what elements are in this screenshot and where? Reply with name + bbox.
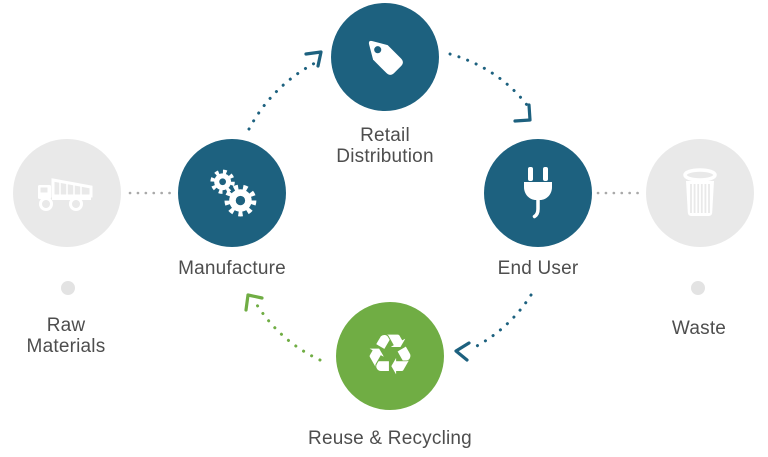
- node-end-user: [484, 139, 592, 247]
- end-user-label: End User: [497, 258, 579, 279]
- raw-materials-bullet: [61, 281, 75, 295]
- reuse-recycling-label: Reuse & Recycling: [308, 428, 472, 449]
- connector-manufacture-to-retail: [247, 61, 317, 131]
- node-manufacture: [178, 139, 286, 247]
- price-tag-icon: [368, 40, 403, 75]
- trash-can-icon: [683, 168, 717, 216]
- power-plug-icon: [524, 167, 552, 219]
- node-waste: [646, 139, 754, 247]
- connector-reuse-to-manufacture: [255, 303, 322, 362]
- gears-icon: [210, 169, 257, 217]
- connector-retail-to-enduser: [448, 52, 529, 107]
- waste-label: Waste: [671, 318, 727, 339]
- arrowhead-to-reuse-icon: [454, 341, 471, 362]
- connector-enduser-to-reuse: [473, 293, 533, 349]
- retail-distribution-label: Retail Distribution: [336, 125, 434, 167]
- recycle-icon: ♻: [364, 323, 416, 388]
- node-raw-materials: [13, 139, 121, 247]
- arrowhead-to-enduser-icon: [513, 103, 532, 123]
- node-reuse-recycling: ♻: [336, 302, 444, 410]
- arrowhead-to-retail-icon: [304, 50, 323, 68]
- arrowhead-to-manufacture-icon: [244, 293, 264, 312]
- dump-truck-icon: [38, 178, 93, 211]
- waste-bullet: [691, 281, 705, 295]
- manufacture-label: Manufacture: [178, 258, 286, 279]
- raw-materials-label: Raw Materials: [26, 315, 106, 357]
- node-retail-distribution: [331, 3, 439, 111]
